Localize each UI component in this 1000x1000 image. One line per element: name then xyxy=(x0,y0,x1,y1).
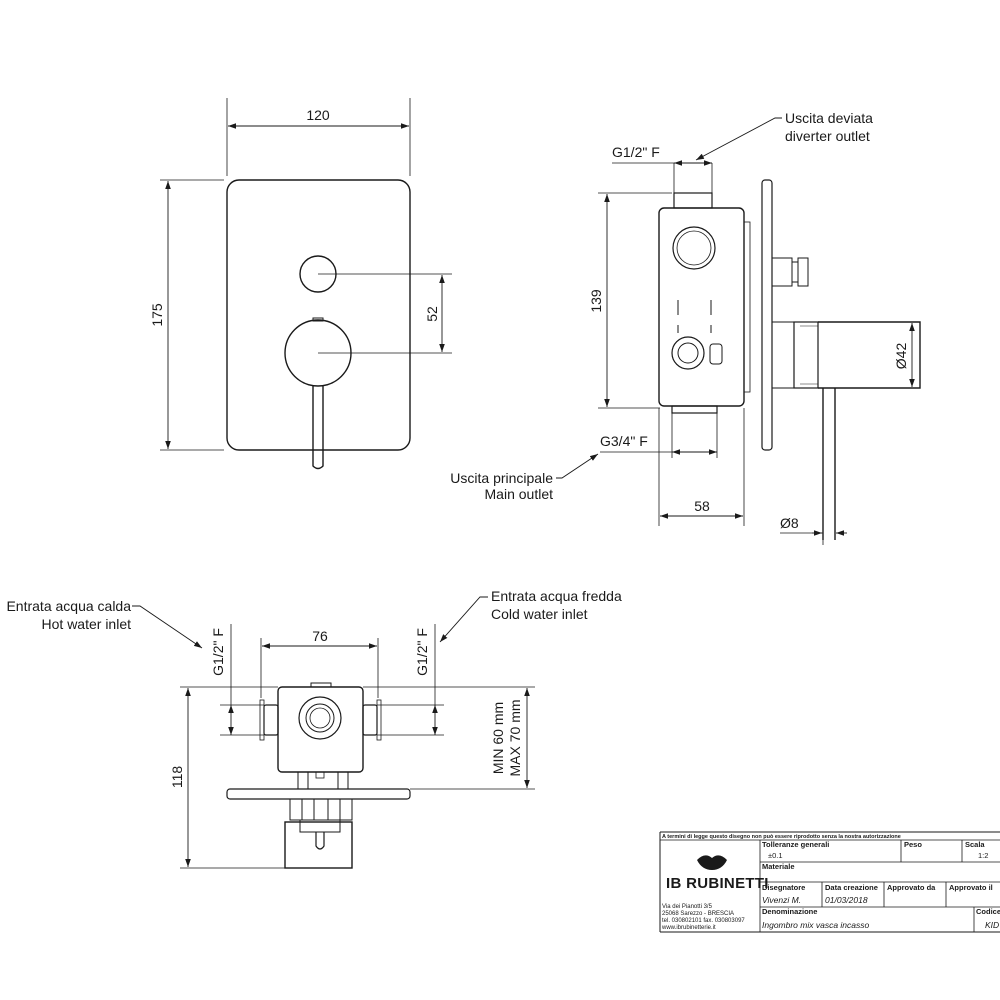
handle-side xyxy=(771,321,795,389)
lever-diameter-label: Ø8 xyxy=(780,515,799,531)
date-value: 01/03/2018 xyxy=(825,895,868,905)
designer-value: Vivenzi M. xyxy=(762,895,801,905)
side-height-label: 139 xyxy=(588,289,604,313)
front-height-label: 175 xyxy=(149,303,165,327)
cold-inlet-label-it: Entrata acqua fredda xyxy=(491,588,622,604)
designer-label: Disegnatore xyxy=(762,883,805,892)
main-outlet-label-it: Uscita principale xyxy=(450,470,553,486)
name-value: Ingombro mix vasca incasso xyxy=(762,920,870,930)
front-view xyxy=(160,98,452,470)
top-width-label: 76 xyxy=(312,628,328,644)
hot-thread-label: G1/2" F xyxy=(210,628,226,676)
material-label: Materiale xyxy=(762,862,795,871)
cold-inlet-boss xyxy=(362,704,378,736)
handle-top-tab xyxy=(312,317,324,322)
front-cover-plate xyxy=(226,179,411,451)
name-label: Denominazione xyxy=(762,907,817,916)
company-logo: IB RUBINETTI xyxy=(666,855,769,892)
side-depth-label: 58 xyxy=(694,498,710,514)
address-line-4: www.ibrubinetterie.it xyxy=(661,925,716,931)
valve-body xyxy=(658,207,745,407)
address-line-2: 25068 Sarezzo - BRESCIA xyxy=(662,911,734,917)
approved-on-label: Approvato il xyxy=(949,883,993,892)
cold-thread-label: G1/2" F xyxy=(414,628,430,676)
scale-value: 1:2 xyxy=(978,851,988,860)
code-value: KID xyxy=(985,920,999,930)
top-cover-plate xyxy=(226,788,411,800)
top-view xyxy=(132,596,535,869)
date-label: Data creazione xyxy=(825,883,878,892)
main-outlet-label-en: Main outlet xyxy=(485,486,554,502)
top-handle xyxy=(284,821,353,869)
address-line-1: Via dei Pianotti 3/5 xyxy=(662,904,713,910)
side-view xyxy=(556,117,921,545)
approved-by-label: Approvato da xyxy=(887,883,936,892)
diverter-port xyxy=(672,226,716,270)
scale-label: Scala xyxy=(965,840,985,849)
mixer-port xyxy=(671,336,705,370)
wall-min-label: MIN 60 mm xyxy=(490,702,506,774)
tolerance-label: Tolleranze generali xyxy=(762,840,829,849)
diverter-outlet-pipe xyxy=(673,192,713,209)
wall-max-label: MAX 70 mm xyxy=(507,699,523,776)
top-central-port xyxy=(298,696,342,740)
address-line-3: tel. 030802101 fax. 030803097 xyxy=(662,918,745,924)
front-spacing-label: 52 xyxy=(424,306,440,322)
tolerance-value: ±0.1 xyxy=(768,851,783,860)
cold-inlet-label-en: Cold water inlet xyxy=(491,606,588,622)
main-outlet-pipe xyxy=(671,405,718,414)
diverter-outlet-label-en: diverter outlet xyxy=(785,128,870,144)
weight-label: Peso xyxy=(904,840,922,849)
side-cover-plate xyxy=(761,179,773,451)
diverter-knob-side xyxy=(771,257,793,287)
hot-inlet-label-it: Entrata acqua calda xyxy=(6,598,131,614)
title-block xyxy=(659,831,1000,933)
top-depth-label: 118 xyxy=(169,766,185,789)
diverter-thread-label: G1/2" F xyxy=(612,144,660,160)
front-width-label: 120 xyxy=(306,107,330,123)
lever-side xyxy=(822,388,836,540)
code-label: Codice xyxy=(976,907,1000,916)
hot-inlet-boss xyxy=(263,704,279,736)
company-name: IB RUBINETTI xyxy=(666,875,769,892)
hot-inlet-label-en: Hot water inlet xyxy=(42,616,132,632)
mixer-lever xyxy=(312,386,324,470)
handle-diameter-label: Ø42 xyxy=(893,343,909,370)
main-thread-label: G3/4" F xyxy=(600,433,648,449)
diverter-outlet-label-it: Uscita deviata xyxy=(785,110,873,126)
top-valve-body xyxy=(277,686,364,773)
legal-notice: A termini di legge questo disegno non pu… xyxy=(662,834,901,840)
